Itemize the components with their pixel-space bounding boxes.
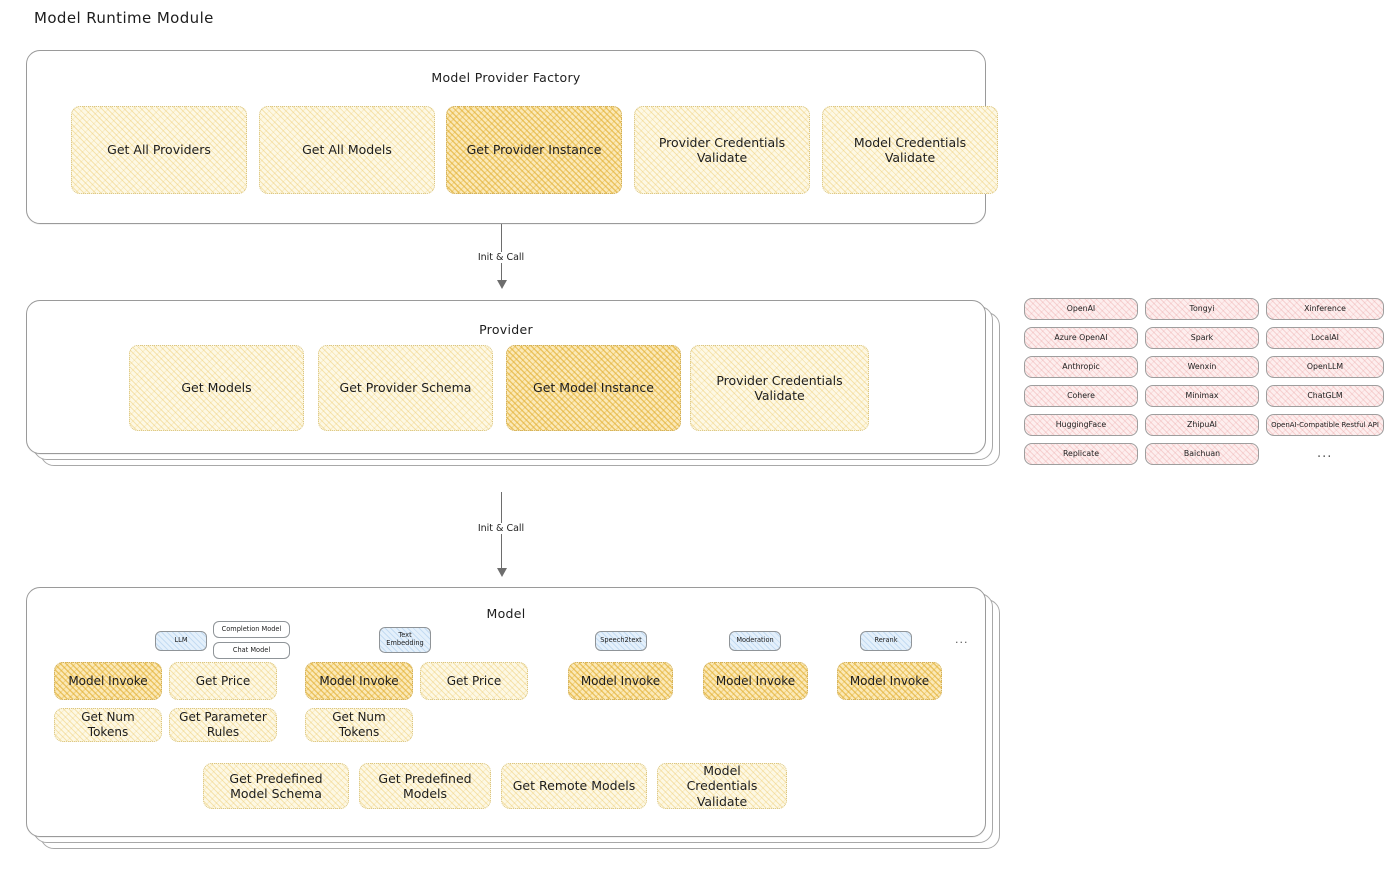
model-method-rerank-model-invoke[interactable]: Model Invoke	[837, 662, 942, 700]
provider-chip-zhipuai[interactable]: ZhipuAI	[1145, 414, 1259, 436]
provider-box-3[interactable]: Get Model Instance	[506, 345, 681, 431]
model-method-moderation-model-invoke[interactable]: Model Invoke	[703, 662, 808, 700]
provider-chip-openai[interactable]: OpenAI	[1024, 298, 1138, 320]
provider-list-more: ...	[1317, 446, 1333, 461]
provider-chip-openai-compatible-restful-api[interactable]: OpenAI-Compatible Restful API	[1266, 414, 1384, 436]
model-type-badge-moderation[interactable]: Moderation	[729, 631, 781, 651]
provider-chip-baichuan[interactable]: Baichuan	[1145, 443, 1259, 465]
factory-box-5[interactable]: Model Credentials Validate	[822, 106, 998, 194]
model-method-text-embedding-model-invoke[interactable]: Model Invoke	[305, 662, 413, 700]
factory-box-2[interactable]: Get All Models	[259, 106, 435, 194]
model-common-method-get-remote-models[interactable]: Get Remote Models	[501, 763, 647, 809]
provider-chip-minimax[interactable]: Minimax	[1145, 385, 1259, 407]
arrow-provider-to-model-head	[497, 568, 507, 577]
model-method-llm-get-num-tokens[interactable]: Get Num Tokens	[54, 708, 162, 742]
provider-chip-anthropic[interactable]: Anthropic	[1024, 356, 1138, 378]
provider-chip-replicate[interactable]: Replicate	[1024, 443, 1138, 465]
provider-chip-localai[interactable]: LocalAI	[1266, 327, 1384, 349]
page-title: Model Runtime Module	[34, 9, 214, 27]
provider-chip-spark[interactable]: Spark	[1145, 327, 1259, 349]
provider-chip-xinference[interactable]: Xinference	[1266, 298, 1384, 320]
provider-box-1[interactable]: Get Models	[129, 345, 304, 431]
model-common-method-model-credentials-validate[interactable]: Model Credentials Validate	[657, 763, 787, 809]
model-type-badge-rerank[interactable]: Rerank	[860, 631, 912, 651]
model-type-badge-llm[interactable]: LLM	[155, 631, 207, 651]
model-method-llm-get-price[interactable]: Get Price	[169, 662, 277, 700]
model-sub-badge-completion-model[interactable]: Completion Model	[213, 621, 290, 638]
model-method-text-embedding-get-num-tokens[interactable]: Get Num Tokens	[305, 708, 413, 742]
provider-chip-cohere[interactable]: Cohere	[1024, 385, 1138, 407]
arrow-provider-to-model-label: Init & Call	[473, 523, 529, 534]
model-common-method-get-predefined-model-schema[interactable]: Get Predefined Model Schema	[203, 763, 349, 809]
arrow-factory-to-provider-head	[497, 280, 507, 289]
factory-box-3[interactable]: Get Provider Instance	[446, 106, 622, 194]
model-type-badge-speech2text[interactable]: Speech2text	[595, 631, 647, 651]
provider-chip-azure-openai[interactable]: Azure OpenAI	[1024, 327, 1138, 349]
model-provider-factory-panel: Model Provider Factory Get All Providers…	[26, 50, 998, 224]
model-provider-factory-title: Model Provider Factory	[431, 70, 581, 85]
model-title: Model	[486, 606, 526, 621]
model-method-speech2text-model-invoke[interactable]: Model Invoke	[568, 662, 673, 700]
model-method-llm-model-invoke[interactable]: Model Invoke	[54, 662, 162, 700]
provider-chip-tongyi[interactable]: Tongyi	[1145, 298, 1259, 320]
model-types-more: ...	[955, 633, 969, 646]
model-method-llm-get-parameter-rules[interactable]: Get Parameter Rules	[169, 708, 277, 742]
model-sub-badge-chat-model[interactable]: Chat Model	[213, 642, 290, 659]
provider-box-4[interactable]: Provider Credentials Validate	[690, 345, 869, 431]
provider-chip-huggingface[interactable]: HuggingFace	[1024, 414, 1138, 436]
provider-chip-openllm[interactable]: OpenLLM	[1266, 356, 1384, 378]
model-method-text-embedding-get-price[interactable]: Get Price	[420, 662, 528, 700]
arrow-factory-to-provider-label: Init & Call	[473, 252, 529, 263]
model-common-method-get-predefined-models[interactable]: Get Predefined Models	[359, 763, 491, 809]
provider-chip-wenxin[interactable]: Wenxin	[1145, 356, 1259, 378]
factory-box-1[interactable]: Get All Providers	[71, 106, 247, 194]
model-type-badge-text-embedding[interactable]: Text Embedding	[379, 627, 431, 653]
provider-title: Provider	[479, 322, 533, 337]
factory-box-4[interactable]: Provider Credentials Validate	[634, 106, 810, 194]
provider-chip-chatglm[interactable]: ChatGLM	[1266, 385, 1384, 407]
provider-box-2[interactable]: Get Provider Schema	[318, 345, 493, 431]
